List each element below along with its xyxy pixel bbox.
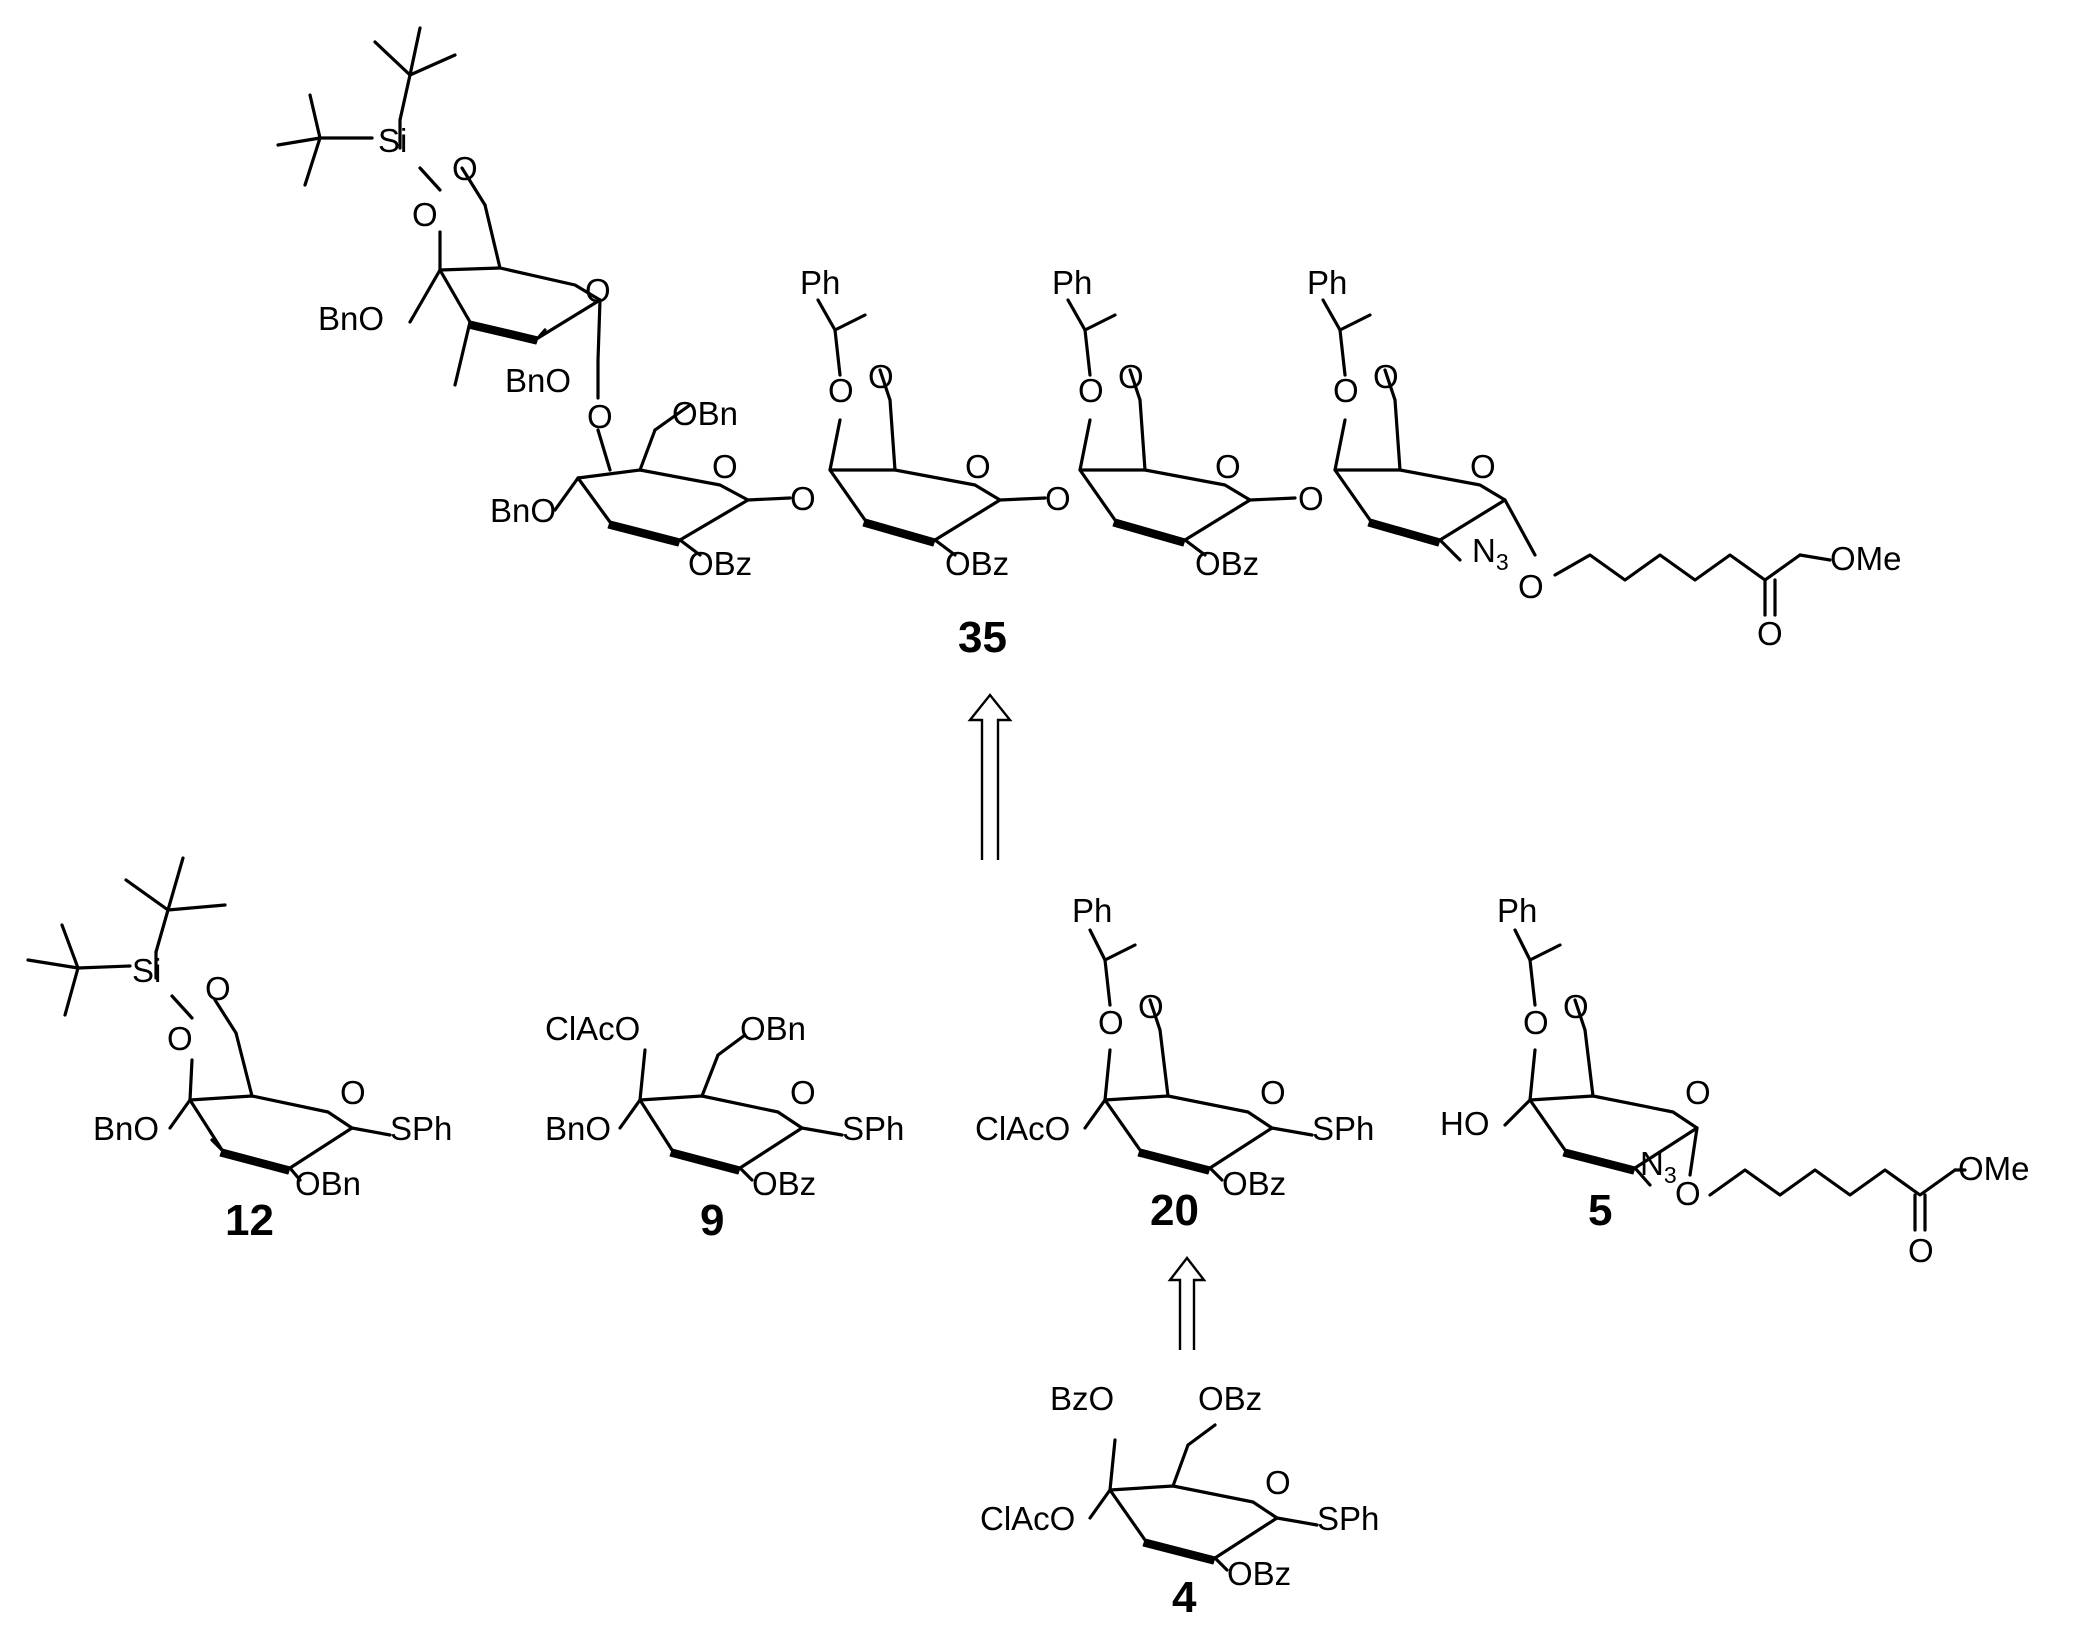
label-sph-20: SPh — [1312, 1110, 1374, 1147]
retrosynthesis-arrow-20-from-4 — [1167, 1256, 1207, 1350]
atom-o-20a: O — [1138, 988, 1164, 1025]
label-ph-35b: Ph — [1052, 264, 1092, 301]
atom-o-35h: O — [1333, 372, 1359, 409]
compound-number-20: 20 — [1150, 1186, 1199, 1235]
atom-o-12a: O — [205, 970, 231, 1007]
atom-o-ring-e: O — [1470, 448, 1496, 485]
compound-4-structure — [1088, 1423, 1319, 1572]
compound-5-labels: Ph O O O HO N3 O OMe O 5 — [1440, 892, 2030, 1269]
atom-o-ring-d: O — [1215, 448, 1241, 485]
label-clacoo-20: ClAcO — [975, 1110, 1070, 1147]
atom-o-35d: O — [828, 372, 854, 409]
label-obz-20: OBz — [1222, 1165, 1286, 1202]
label-ph-5: Ph — [1497, 892, 1537, 929]
label-ho-5: HO — [1440, 1105, 1490, 1142]
label-bno-35a: BnO — [318, 300, 384, 337]
atom-o-anomeric-5: O — [1675, 1175, 1701, 1212]
label-n3-35: N3 — [1472, 532, 1509, 575]
atom-o-link-cd: O — [1045, 480, 1071, 517]
label-obz-4a: OBz — [1198, 1380, 1262, 1417]
label-obn-35: OBn — [672, 395, 738, 432]
atom-o-ring-5: O — [1685, 1074, 1711, 1111]
atom-o-35g: O — [1373, 358, 1399, 395]
label-obz-35b: OBz — [945, 545, 1009, 582]
atom-o-ring-20: O — [1260, 1074, 1286, 1111]
compound-number-12: 12 — [225, 1196, 274, 1245]
label-obn-12: OBn — [295, 1165, 361, 1202]
label-bno-35b: BnO — [505, 362, 571, 399]
atom-o-link-de: O — [1298, 480, 1324, 517]
atom-o-ring-b: O — [712, 448, 738, 485]
label-sph-12: SPh — [390, 1110, 452, 1147]
compound-4-labels: BzO OBz O ClAcO OBz SPh 4 — [980, 1380, 1379, 1622]
atom-o-5b: O — [1523, 1004, 1549, 1041]
atom-o-ring-c: O — [965, 448, 991, 485]
atom-o-35e: O — [1118, 358, 1144, 395]
compound-20-labels: Ph O O O ClAcO OBz SPh 20 — [975, 892, 1374, 1235]
label-clacoo-9: ClAcO — [545, 1010, 640, 1047]
atom-o-20b: O — [1098, 1004, 1124, 1041]
label-sph-9: SPh — [842, 1110, 904, 1147]
label-n3-5: N3 — [1640, 1145, 1677, 1188]
atom-o-link-ab: O — [587, 398, 613, 435]
atom-o-link-bc: O — [790, 480, 816, 517]
label-bno-9: BnO — [545, 1110, 611, 1147]
atom-o-12b: O — [167, 1020, 193, 1057]
compound-9-structure — [618, 1033, 844, 1182]
retrosynthesis-arrow-main — [967, 693, 1013, 860]
compound-35-labels: Si O O O BnO BnO O OBn O BnO OBz O Ph O … — [318, 122, 1902, 662]
atom-o-35c: O — [868, 358, 894, 395]
compound-5-structure — [1503, 928, 1967, 1232]
label-obz-4b: OBz — [1227, 1555, 1291, 1592]
compound-9-labels: ClAcO OBn O BnO OBz SPh 9 — [545, 1010, 904, 1245]
label-bno-12: BnO — [93, 1110, 159, 1147]
atom-o-carbonyl-35: O — [1757, 615, 1783, 652]
label-ph-35c: Ph — [1307, 264, 1347, 301]
atom-si-12: Si — [132, 952, 161, 989]
atom-si-35: Si — [378, 122, 407, 159]
label-obz-35c: OBz — [1195, 545, 1259, 582]
label-ome-35: OMe — [1830, 540, 1902, 577]
label-obz-9: OBz — [752, 1165, 816, 1202]
label-ome-5: OMe — [1958, 1150, 2030, 1187]
label-obn-9: OBn — [740, 1010, 806, 1047]
atom-o-ring-9: O — [790, 1074, 816, 1111]
compound-number-5: 5 — [1588, 1186, 1612, 1235]
label-clacoo-4: ClAcO — [980, 1500, 1075, 1537]
compound-20-structure — [1083, 928, 1314, 1182]
label-sph-4: SPh — [1317, 1500, 1379, 1537]
atom-o-35a: O — [452, 150, 478, 187]
compound-12-labels: Si O O O BnO OBn SPh 12 — [93, 952, 452, 1245]
atom-o-35f: O — [1078, 372, 1104, 409]
compound-12-structure — [26, 856, 392, 1182]
atom-o-ring-12: O — [340, 1074, 366, 1111]
compound-35-structure — [276, 26, 1832, 617]
label-ph-35a: Ph — [800, 264, 840, 301]
atom-o-ring-a: O — [585, 272, 611, 309]
compound-number-9: 9 — [700, 1196, 724, 1245]
label-bno-35c: BnO — [490, 492, 556, 529]
atom-o-ring-4: O — [1265, 1464, 1291, 1501]
label-ph-20: Ph — [1072, 892, 1112, 929]
compound-number-35: 35 — [958, 613, 1007, 662]
atom-o-35b: O — [412, 196, 438, 233]
atom-o-5a: O — [1563, 988, 1589, 1025]
atom-o-anomeric-35: O — [1518, 568, 1544, 605]
compound-number-4: 4 — [1172, 1573, 1197, 1622]
atom-o-carbonyl-5: O — [1908, 1232, 1934, 1269]
label-bzo-4: BzO — [1050, 1380, 1114, 1417]
label-obz-35a: OBz — [688, 545, 752, 582]
